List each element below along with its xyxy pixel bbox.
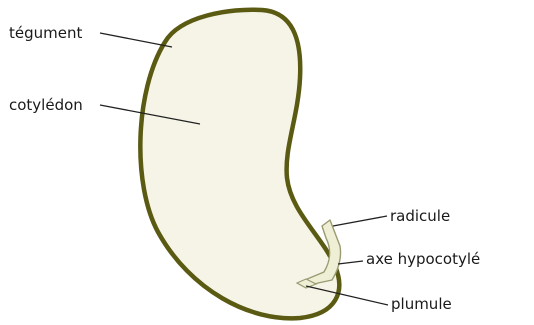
radicule-leader	[333, 216, 387, 226]
axe-hypocotyle-leader	[338, 261, 363, 264]
seed-body	[140, 10, 339, 319]
cotyledon-label: cotylédon	[9, 96, 83, 114]
plumule-label: plumule	[391, 295, 452, 313]
tegument-label: tégument	[9, 24, 82, 42]
radicule-label: radicule	[390, 207, 450, 225]
tegument-leader	[100, 33, 172, 47]
axe-hypocotyle-label: axe hypocotylé	[366, 250, 480, 268]
